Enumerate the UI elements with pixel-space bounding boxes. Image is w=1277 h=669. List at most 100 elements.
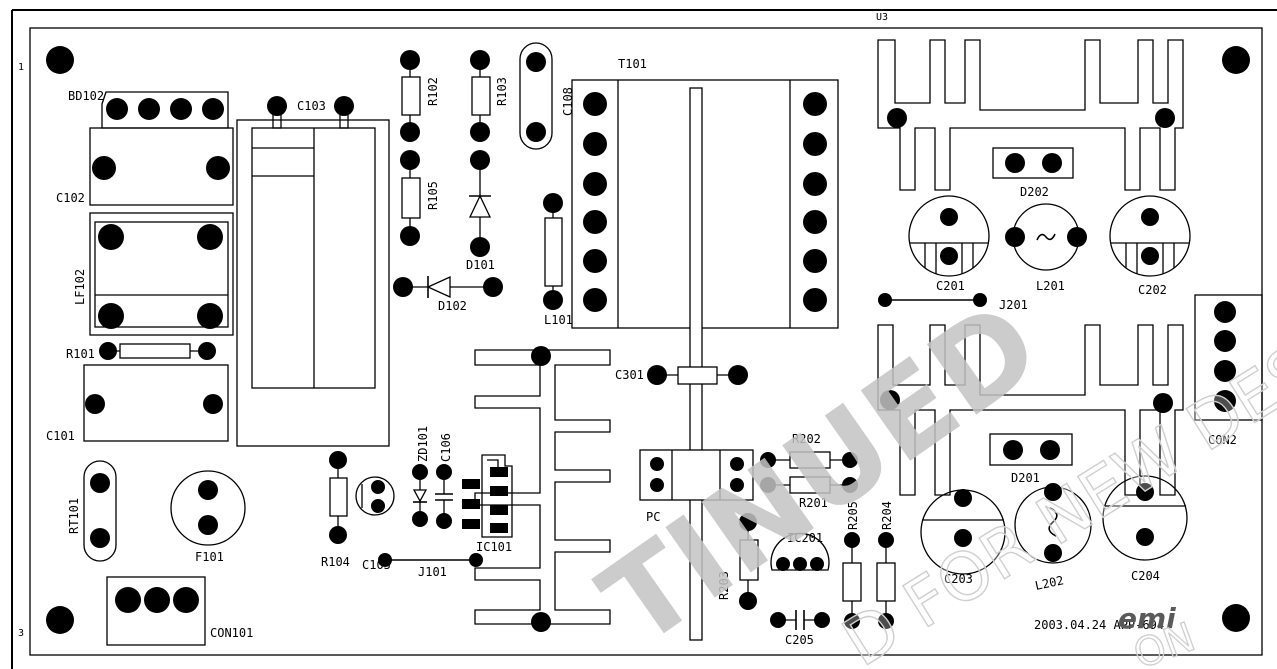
body-outline bbox=[677, 366, 718, 385]
body-outline bbox=[83, 460, 117, 562]
label: C101 bbox=[46, 429, 75, 443]
pad bbox=[436, 513, 452, 529]
label: C201 bbox=[936, 279, 965, 293]
body-outline bbox=[1102, 475, 1188, 561]
mounting-hole bbox=[46, 46, 74, 74]
label: IC201 bbox=[787, 531, 823, 545]
body-outline bbox=[106, 576, 206, 646]
component-ic101: IC101 bbox=[462, 454, 513, 554]
component-r202: R202 bbox=[760, 432, 858, 469]
top-edge-label: U3 bbox=[876, 12, 888, 23]
component-d102: D102 bbox=[393, 275, 503, 313]
watermark-logo-fragment: emi bbox=[1118, 602, 1176, 635]
pad bbox=[1153, 393, 1173, 413]
pad bbox=[197, 224, 223, 250]
pad bbox=[728, 365, 748, 385]
label: R205 bbox=[846, 501, 860, 530]
pad bbox=[400, 50, 420, 70]
body-outline bbox=[170, 470, 246, 546]
label: C103 bbox=[297, 99, 326, 113]
label: R204 bbox=[880, 501, 894, 530]
row-marker-top: 1 bbox=[18, 62, 24, 73]
component-bd102: BD102 bbox=[68, 89, 229, 129]
component-c108: C108 bbox=[519, 42, 575, 150]
body-outline bbox=[329, 477, 348, 517]
smd-pad bbox=[490, 467, 508, 477]
isolation-slot bbox=[689, 87, 703, 641]
pad bbox=[1044, 483, 1062, 501]
component-r105: R105 bbox=[400, 150, 440, 246]
component-f101: F101 bbox=[170, 470, 246, 564]
pad bbox=[1155, 108, 1175, 128]
pad bbox=[760, 477, 776, 493]
component-r204: R204 bbox=[876, 501, 896, 629]
pad bbox=[1005, 227, 1025, 247]
pad bbox=[436, 464, 452, 480]
component-lf102: LF102 bbox=[73, 212, 234, 336]
component-c202: C202 bbox=[1109, 195, 1191, 297]
pad bbox=[650, 457, 664, 471]
component-c106: C106 bbox=[435, 433, 453, 529]
pad bbox=[115, 587, 141, 613]
pad bbox=[583, 210, 607, 234]
mounting-hole bbox=[1222, 46, 1250, 74]
pad bbox=[470, 50, 490, 70]
body-outline bbox=[471, 76, 491, 116]
pad bbox=[803, 249, 827, 273]
pad bbox=[1044, 544, 1062, 562]
smd-pad bbox=[462, 499, 480, 509]
pad bbox=[400, 226, 420, 246]
pad bbox=[198, 515, 218, 535]
pad bbox=[470, 150, 490, 170]
pad bbox=[1214, 330, 1236, 352]
pad bbox=[880, 390, 900, 410]
pad bbox=[531, 612, 551, 632]
smd-pad bbox=[490, 505, 508, 515]
pad bbox=[583, 132, 607, 156]
pad bbox=[1003, 440, 1023, 460]
label: D102 bbox=[438, 299, 467, 313]
label: C102 bbox=[56, 191, 85, 205]
pad bbox=[98, 224, 124, 250]
pad bbox=[198, 480, 218, 500]
body-outline bbox=[739, 539, 759, 581]
smd-pad bbox=[462, 479, 480, 489]
pad bbox=[954, 529, 972, 547]
label: R202 bbox=[792, 432, 821, 446]
pad bbox=[1214, 301, 1236, 323]
body-outline bbox=[571, 79, 839, 329]
row-marker-bottom: 3 bbox=[18, 628, 24, 639]
component-r205: R205 bbox=[842, 501, 862, 629]
pad bbox=[803, 92, 827, 116]
label: LF102 bbox=[73, 269, 87, 305]
pad bbox=[412, 511, 428, 527]
pad bbox=[730, 457, 744, 471]
body-outline bbox=[481, 454, 513, 538]
smd-pad bbox=[490, 486, 508, 496]
heatsink-outline bbox=[877, 39, 1184, 191]
pad bbox=[803, 210, 827, 234]
label: D201 bbox=[1011, 471, 1040, 485]
pad bbox=[371, 499, 385, 513]
label: R101 bbox=[66, 347, 95, 361]
heatsink-outline bbox=[474, 349, 611, 625]
pad bbox=[803, 132, 827, 156]
component-c102: C102 bbox=[56, 127, 234, 206]
pad bbox=[1040, 440, 1060, 460]
inductor-symbol bbox=[1048, 507, 1058, 537]
mounting-hole bbox=[46, 606, 74, 634]
component-pc: PC bbox=[639, 449, 754, 524]
component-r102: R102 bbox=[400, 50, 440, 142]
pad bbox=[400, 122, 420, 142]
component-c201: C201 bbox=[908, 195, 990, 293]
label: R104 bbox=[321, 555, 350, 569]
pad bbox=[203, 394, 223, 414]
mounting-holes bbox=[46, 46, 1250, 634]
pad bbox=[1136, 483, 1154, 501]
label: D101 bbox=[466, 258, 495, 272]
label: L201 bbox=[1036, 279, 1065, 293]
pad bbox=[803, 288, 827, 312]
pad bbox=[583, 288, 607, 312]
pad bbox=[844, 532, 860, 548]
